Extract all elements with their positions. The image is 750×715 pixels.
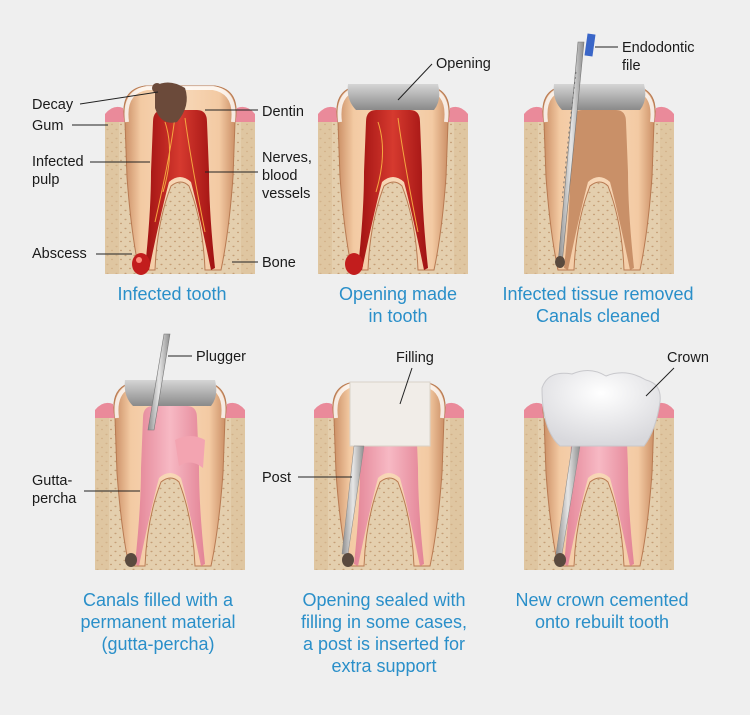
panel-tissue-removed [522,41,676,276]
panel6-labels: Crown [645,350,709,397]
panel4-labels: Plugger Gutta- percha [32,349,246,507]
plugger-instrument [147,333,171,431]
label-opening: Opening [436,56,491,72]
label-file-1: Endodontic [622,40,695,56]
panel-opening-sealed [312,380,466,572]
caption-panel2-line2: in tooth [368,306,427,326]
crown-cap [541,370,661,447]
caption-panel5-line4: extra support [331,656,436,676]
label-bone: Bone [262,255,296,271]
panel1-labels: Decay Gum Infected pulp Abscess Dentin N… [32,91,312,271]
caption-panel6-line1: New crown cemented [515,590,688,610]
label-plugger: Plugger [196,349,246,365]
label-nerves-1: Nerves, [262,150,312,166]
panel5-labels: Filling Post [262,350,434,486]
label-infected-pulp-2: pulp [32,172,59,188]
label-decay: Decay [32,97,74,113]
caption-panel3-line2: Canals cleaned [536,306,660,326]
caption-panel4-line2: permanent material [80,612,235,632]
caption-panel6-line2: onto rebuilt tooth [535,612,669,632]
label-gum: Gum [32,118,63,134]
caption-panel3-line1: Infected tissue removed [502,284,693,304]
panel2-labels: Opening [397,56,491,101]
label-post: Post [262,470,291,486]
caption-panel5-line1: Opening sealed with [302,590,465,610]
label-file-2: file [622,58,641,74]
caption-panel2-line1: Opening made [339,284,457,304]
panel-canals-filled [93,380,247,572]
label-nerves-3: vessels [262,186,310,202]
panel-opening-made [316,84,470,276]
label-nerves-2: blood [262,168,297,184]
label-dentin: Dentin [262,104,304,120]
label-abscess: Abscess [32,246,87,262]
label-gutta-1: Gutta- [32,473,72,489]
caption-panel4-line1: Canals filled with a [83,590,234,610]
label-crown: Crown [667,350,709,366]
panel-infected-tooth [103,82,257,276]
label-infected-pulp-1: Infected [32,154,84,170]
caption-panel5-line2: filling in some cases, [301,612,467,632]
caption-panel1-line1: Infected tooth [117,284,226,304]
label-filling: Filling [396,350,434,366]
caption-panel5-line3: a post is inserted for [303,634,465,654]
endodontic-file-handle [584,33,596,57]
label-gutta-2: percha [32,491,77,507]
caption-panel4-line3: (gutta-percha) [101,634,214,654]
panel3-labels: Endodontic file [595,40,695,74]
